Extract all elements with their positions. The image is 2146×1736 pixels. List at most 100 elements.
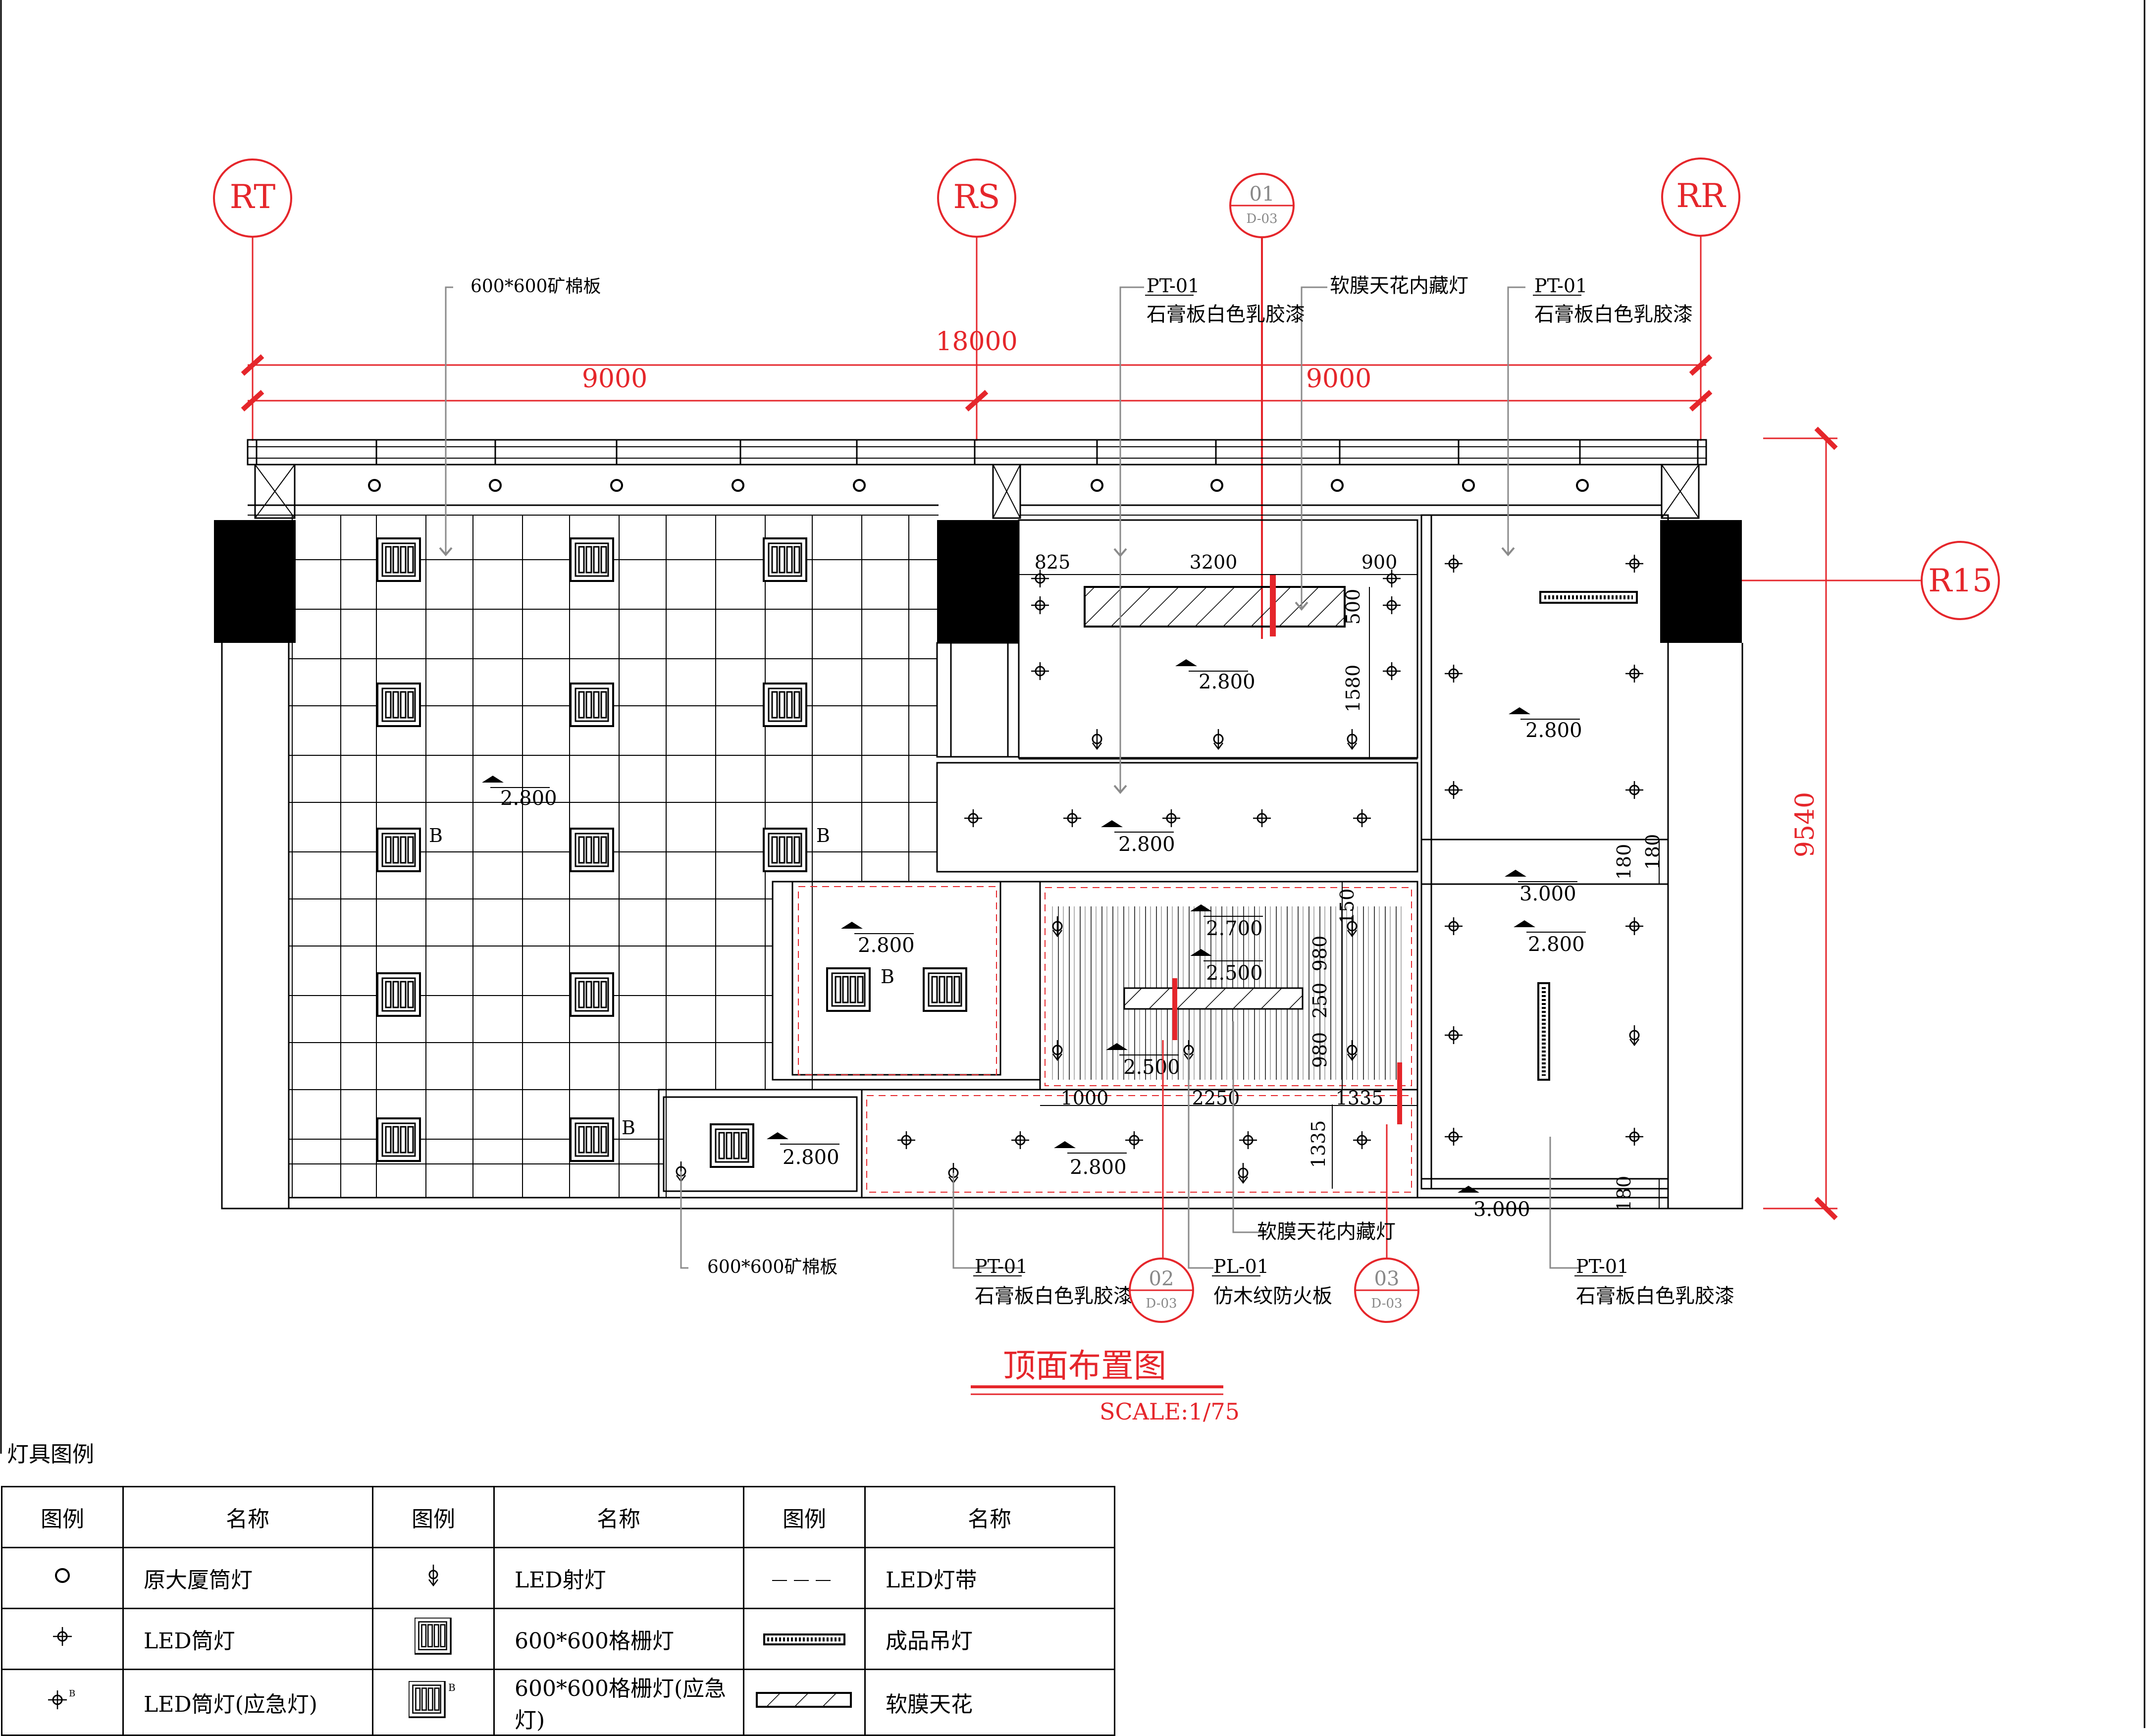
section-mark-02: 02 D-03 <box>1129 1258 1194 1323</box>
pendant-bar-icon <box>743 1608 866 1670</box>
legend-row: B LED筒灯(应急灯) B 600*600格栅灯(应急灯) 软膜天花 <box>1 1669 1115 1736</box>
svg-text:980: 980 <box>1309 1032 1331 1068</box>
column <box>937 520 1019 643</box>
svg-text:石膏板白色乳胶漆: 石膏板白色乳胶漆 <box>1147 303 1305 326</box>
svg-text:2.700: 2.700 <box>1206 917 1263 940</box>
svg-text:SCALE:1/75: SCALE:1/75 <box>1099 1398 1240 1425</box>
svg-text:B: B <box>881 966 894 988</box>
soft-film-panel <box>1084 586 1346 628</box>
svg-text:PT-01: PT-01 <box>1576 1256 1629 1277</box>
svg-text:500: 500 <box>1342 589 1364 625</box>
svg-text:PT-01: PT-01 <box>975 1256 1028 1277</box>
svg-text:2.800: 2.800 <box>1528 933 1585 956</box>
svg-text:1335: 1335 <box>1336 1087 1384 1109</box>
svg-text:3200: 3200 <box>1190 551 1238 573</box>
partitions <box>658 514 1669 1199</box>
axis-r15-label: R15 <box>1928 563 1992 599</box>
svg-text:3.000: 3.000 <box>1519 883 1576 905</box>
svg-text:01: 01 <box>1250 183 1275 206</box>
svg-text:980: 980 <box>1309 936 1331 972</box>
svg-text:B: B <box>429 825 443 846</box>
svg-text:石膏板白色乳胶漆: 石膏板白色乳胶漆 <box>1534 303 1693 326</box>
section-mark-01: 01 D-03 <box>1229 173 1295 639</box>
svg-text:180: 180 <box>1642 834 1664 870</box>
svg-text:2.500: 2.500 <box>1123 1056 1180 1079</box>
column <box>1660 520 1742 643</box>
svg-text:2.800: 2.800 <box>1525 719 1582 742</box>
pendant-lights <box>1537 591 1638 1081</box>
led-strips <box>798 886 1412 1193</box>
legend-title: 灯具图例 <box>7 1442 94 1467</box>
svg-text:900: 900 <box>1361 551 1398 573</box>
svg-text:03: 03 <box>1374 1267 1400 1290</box>
svg-text:600*600矿棉板: 600*600矿棉板 <box>707 1257 837 1277</box>
svg-text:1000: 1000 <box>1061 1087 1109 1109</box>
svg-text:B: B <box>69 1688 75 1699</box>
annotations: 600*600矿棉板 PT-01 石膏板白色乳胶漆 软膜天花内藏灯 PT-01 … <box>471 274 1734 1308</box>
svg-text:180: 180 <box>1613 844 1635 880</box>
legend-header-row: 图例 名称 图例 名称 图例 名称 <box>1 1486 1115 1548</box>
svg-text:软膜天花内藏灯: 软膜天花内藏灯 <box>1257 1220 1396 1243</box>
axis-rs-label: RS <box>953 178 1000 216</box>
mineral-wool-grid <box>289 515 937 1198</box>
leaders <box>445 286 1580 1269</box>
level-markers: 2.800 2.800 2.800 2.800 2.800 3.000 2.80… <box>482 659 1586 1221</box>
circle-icon <box>1 1547 124 1609</box>
svg-text:600*600矿棉板: 600*600矿棉板 <box>471 276 601 297</box>
svg-text:仿木纹防火板: 仿木纹防火板 <box>1213 1285 1332 1308</box>
svg-text:B: B <box>816 825 830 846</box>
svg-text:2250: 2250 <box>1192 1087 1240 1109</box>
svg-text:1335: 1335 <box>1308 1120 1329 1168</box>
svg-text:顶面布置图: 顶面布置图 <box>1003 1347 1166 1385</box>
axis-rt: RT <box>213 158 292 441</box>
legend-table: 图例 名称 图例 名称 图例 名称 原大厦筒灯 LED射灯 LED灯带 LED筒… <box>1 1486 1115 1736</box>
soft-film-strip <box>1123 987 1304 1010</box>
emergency-marks: B B B B <box>429 825 894 1139</box>
svg-text:2.500: 2.500 <box>1206 962 1263 985</box>
section-mark-03: 03 D-03 <box>1354 1258 1419 1323</box>
svg-text:2.800: 2.800 <box>783 1146 839 1169</box>
svg-text:825: 825 <box>1035 551 1071 573</box>
led-downlight-emergency-icon: B <box>1 1669 124 1736</box>
svg-text:250: 250 <box>1309 983 1331 1019</box>
svg-text:B: B <box>448 1682 456 1693</box>
svg-text:1580: 1580 <box>1342 665 1364 713</box>
dim-right-half: 9000 <box>1306 364 1371 394</box>
dim-left-half: 9000 <box>582 364 647 394</box>
dim-total: 18000 <box>936 327 1017 357</box>
drawing-title: 顶面布置图 SCALE:1/75 <box>971 1347 1240 1425</box>
right-dimension: 9540 <box>1763 426 1838 1220</box>
dim-height: 9540 <box>1790 792 1820 857</box>
axis-r15: R15 <box>1741 541 2000 620</box>
svg-text:2.800: 2.800 <box>1070 1156 1127 1179</box>
legend-row: 原大厦筒灯 LED射灯 LED灯带 <box>1 1547 1115 1609</box>
axis-rt-label: RT <box>230 178 276 216</box>
svg-text:PL-01: PL-01 <box>1213 1256 1269 1277</box>
grille-lights <box>376 537 967 1168</box>
svg-text:PT-01: PT-01 <box>1534 275 1587 297</box>
dashed-line-icon <box>743 1547 866 1609</box>
svg-text:石膏板白色乳胶漆: 石膏板白色乳胶漆 <box>975 1285 1133 1308</box>
legend-row: LED筒灯 600*600格栅灯 成品吊灯 <box>1 1608 1115 1670</box>
svg-text:软膜天花内藏灯: 软膜天花内藏灯 <box>1330 274 1468 297</box>
led-downlight-icon <box>1 1608 124 1670</box>
svg-text:3.000: 3.000 <box>1473 1198 1530 1221</box>
curtain-wall <box>247 439 1707 519</box>
svg-text:2.800: 2.800 <box>1199 671 1256 693</box>
svg-text:2.800: 2.800 <box>500 787 557 810</box>
svg-text:PT-01: PT-01 <box>1147 275 1200 297</box>
svg-text:石膏板白色乳胶漆: 石膏板白色乳胶漆 <box>1576 1285 1734 1308</box>
axis-rs: RS <box>937 158 1016 441</box>
grille-icon <box>372 1608 495 1670</box>
svg-text:B: B <box>622 1117 635 1139</box>
axis-rr-label: RR <box>1676 177 1727 215</box>
svg-text:2.800: 2.800 <box>858 934 915 957</box>
svg-text:D-03: D-03 <box>1146 1296 1177 1311</box>
inner-dimensions: 825 3200 900 500 1580 180 180 150 980 25… <box>1019 551 1664 1211</box>
led-spot-icon <box>372 1547 495 1609</box>
svg-text:150: 150 <box>1336 889 1358 925</box>
svg-text:180: 180 <box>1613 1176 1635 1212</box>
building-outline <box>221 643 1743 1210</box>
column <box>214 520 296 643</box>
